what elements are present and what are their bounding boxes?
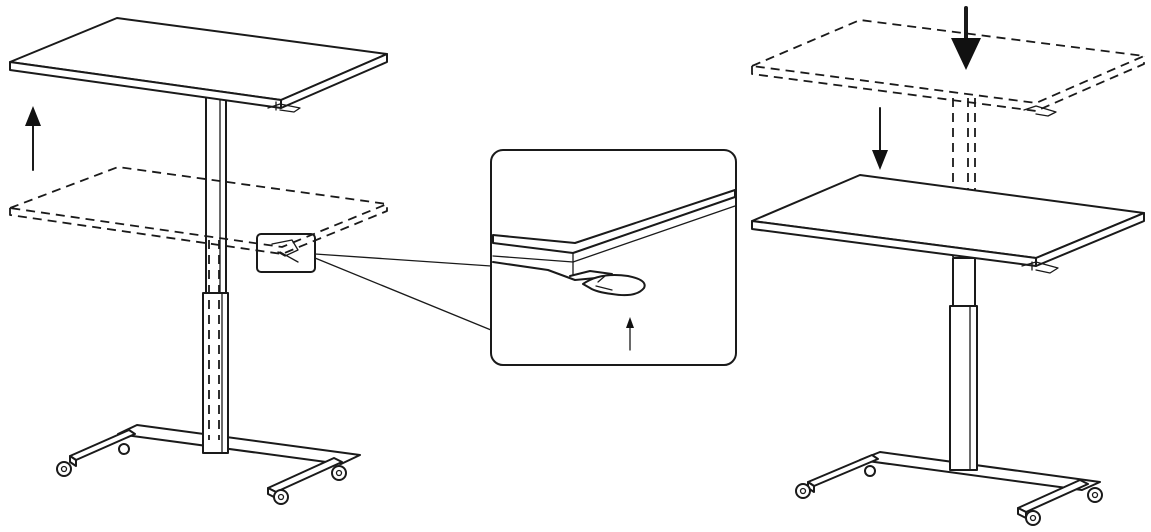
lower-panel <box>751 6 1145 526</box>
caster-wheels <box>56 443 347 505</box>
desktop-lowered <box>751 174 1145 267</box>
down-arrow-large-icon <box>951 6 981 70</box>
base-frame <box>69 424 361 499</box>
lever-detail-panel <box>490 149 737 366</box>
lower-column <box>202 292 229 454</box>
desk-corner-closeup <box>492 189 736 276</box>
lever-lowered <box>1021 261 1059 274</box>
caster-wheels-right <box>795 465 1103 526</box>
lever-raised <box>267 101 301 113</box>
raise-panel <box>9 17 492 505</box>
desktop-raised <box>9 17 388 109</box>
down-arrow-small-icon <box>872 107 888 170</box>
ghost-desktop-right <box>751 19 1145 112</box>
ghost-desktop-left <box>9 166 388 255</box>
lever-ghost-right <box>1023 105 1057 117</box>
lower-column-right <box>949 305 978 471</box>
base-frame-right <box>807 451 1101 519</box>
callout-lines <box>314 253 492 331</box>
ghost-column-left <box>208 240 220 440</box>
release-lever <box>492 261 646 297</box>
ghost-column-right <box>952 98 976 258</box>
lever-highlight-box <box>256 233 316 273</box>
up-arrow-icon <box>25 106 41 171</box>
upper-column-right <box>952 257 976 307</box>
lever-up-arrow-icon <box>626 317 634 351</box>
